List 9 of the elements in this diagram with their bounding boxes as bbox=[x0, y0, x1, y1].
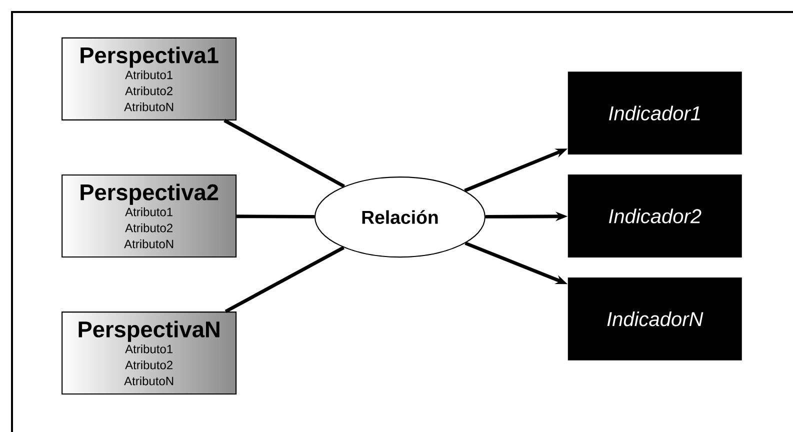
perspective-box: Perspectiva1 Atributo1 Atributo2 AtributoN bbox=[62, 37, 237, 120]
connector-line bbox=[236, 214, 314, 218]
perspective-box: Perspectiva2 Atributo1 Atributo2 AtributoN bbox=[62, 174, 237, 258]
perspective-box: PerspectivaN Atributo1 Atributo2 AtributoN bbox=[62, 312, 237, 395]
connector-line bbox=[224, 118, 346, 188]
indicator-box: IndicadorN bbox=[568, 277, 742, 360]
connector-line bbox=[224, 246, 344, 314]
indicator-box: Indicador2 bbox=[568, 174, 742, 258]
indicator-box: Indicador1 bbox=[568, 72, 742, 155]
